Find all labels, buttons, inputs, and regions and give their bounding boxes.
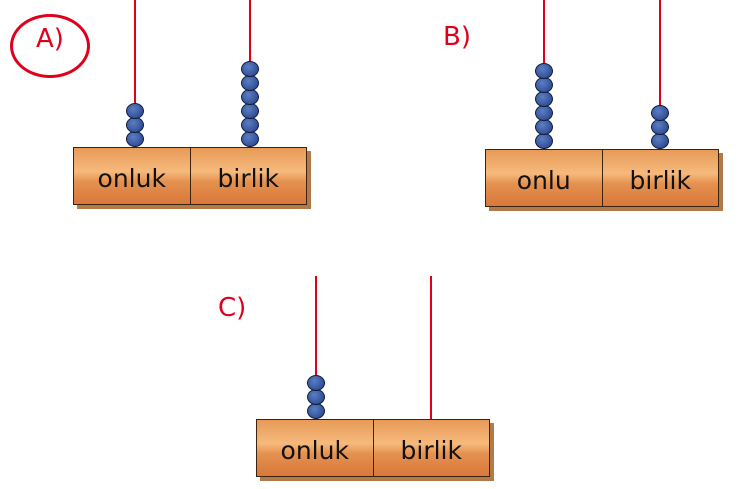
option-a-label[interactable]: A) [36, 24, 64, 54]
bead [307, 389, 325, 405]
option-b-label[interactable]: B) [443, 22, 471, 52]
bead [535, 105, 553, 121]
option-a-tens-rod [134, 0, 136, 148]
option-a-place-value-box: onluk birlik [73, 147, 307, 205]
option-c-label[interactable]: C) [218, 293, 247, 323]
option-c-tens-cell: onluk [256, 419, 374, 477]
bead [241, 75, 259, 91]
bead [651, 133, 669, 149]
selected-answer-circle [10, 14, 90, 78]
option-b-tens-cell: onlu [485, 149, 603, 207]
option-c-ones-rod [430, 276, 432, 420]
bead [126, 131, 144, 147]
bead [535, 119, 553, 135]
bead [535, 77, 553, 93]
bead [535, 133, 553, 149]
bead [241, 61, 259, 77]
option-c-ones-cell: birlik [373, 419, 490, 477]
bead [241, 103, 259, 119]
option-b-ones-cell: birlik [602, 149, 719, 207]
option-a-ones-cell: birlik [190, 147, 307, 205]
bead [651, 105, 669, 121]
bead [307, 403, 325, 419]
bead [241, 131, 259, 147]
bead [241, 89, 259, 105]
bead [535, 91, 553, 107]
bead [535, 63, 553, 79]
option-c-place-value-box: onluk birlik [256, 419, 490, 477]
bead [126, 117, 144, 133]
option-b-ones-rod [659, 0, 661, 150]
option-c-tens-rod [315, 276, 317, 420]
option-a-tens-cell: onluk [73, 147, 191, 205]
bead [307, 375, 325, 391]
bead [241, 117, 259, 133]
bead [651, 119, 669, 135]
bead [126, 103, 144, 119]
option-b-place-value-box: onlu birlik [485, 149, 719, 207]
